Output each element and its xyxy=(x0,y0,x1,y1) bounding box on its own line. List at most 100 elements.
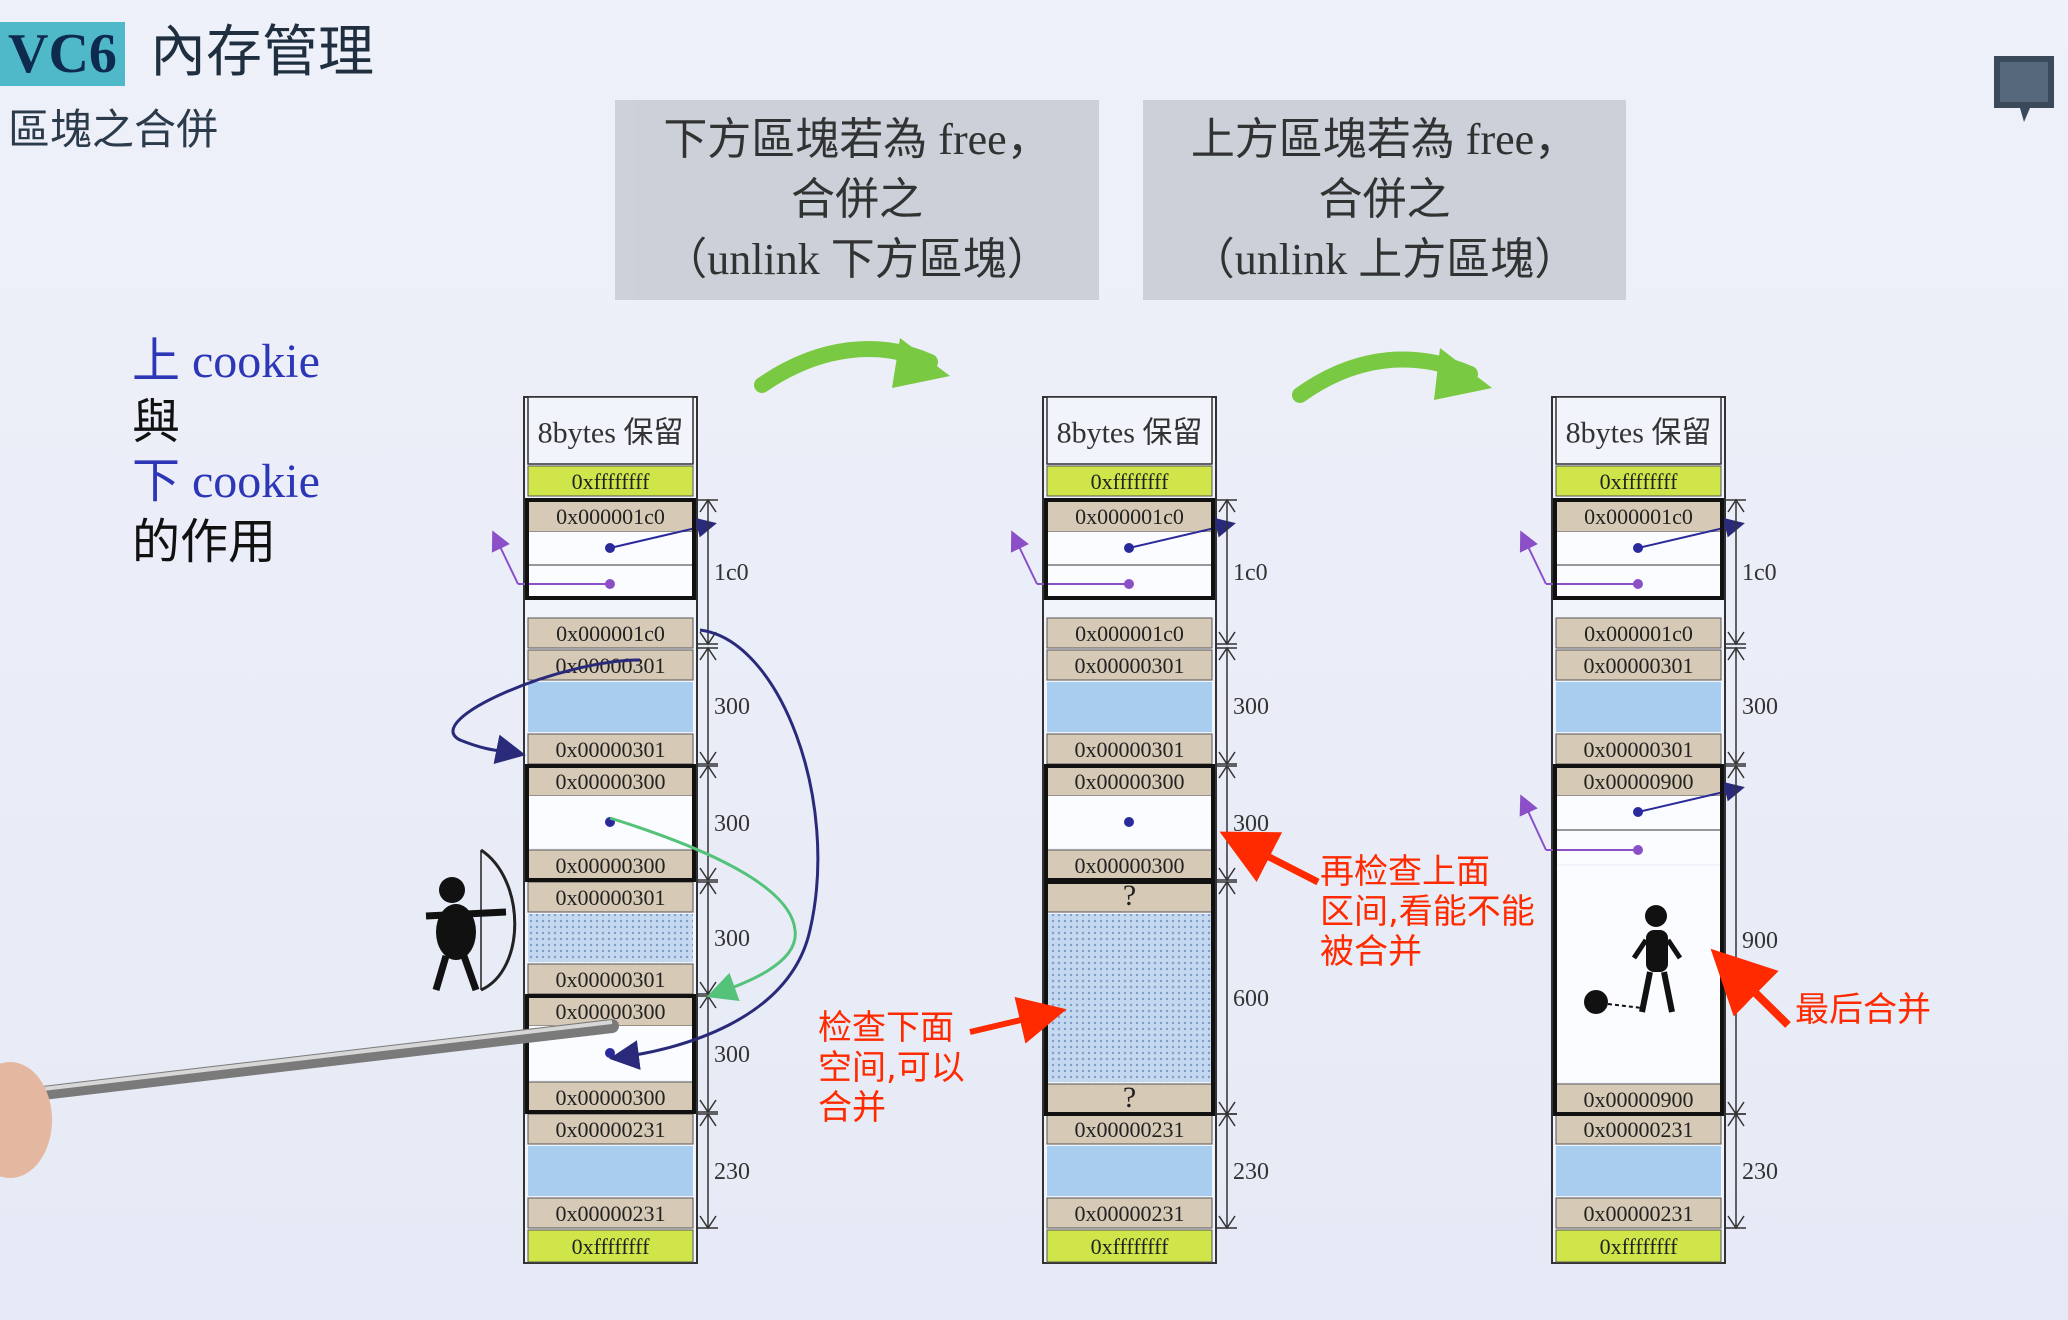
reserved-header xyxy=(1555,396,1722,465)
cookie-link-arrow xyxy=(609,628,820,1070)
reserved-header-label: 8bytes 保留 xyxy=(1566,417,1712,450)
cookie-cell xyxy=(527,1197,694,1229)
cookie-value: 0x00000900 xyxy=(1584,1087,1694,1112)
cookie-value: ? xyxy=(1123,879,1136,912)
cookie-value: 0xffffffff xyxy=(1091,1234,1170,1259)
annotation-line: 合并 xyxy=(818,1088,886,1128)
allocated-block xyxy=(1047,682,1212,732)
archer-icon xyxy=(425,848,517,992)
cookie-value: 0x00000300 xyxy=(556,1085,666,1110)
size-label: 1c0 xyxy=(1233,560,1268,586)
cookie-value: ? xyxy=(1123,1081,1136,1114)
pointer-stick xyxy=(0,1019,619,1178)
size-label: 900 xyxy=(1742,928,1778,954)
cookie-value: 0xffffffff xyxy=(572,1234,651,1259)
cookie-cell xyxy=(527,881,694,913)
size-label: 300 xyxy=(1742,694,1778,720)
size-bracket-arrow xyxy=(699,764,717,779)
heap-column-1: 8bytes 保留0xffffffff0x000001c00x000001c00… xyxy=(491,396,750,1264)
prev-pointer-arrow xyxy=(491,530,519,585)
sentinel-cell xyxy=(1046,1229,1213,1263)
size-label: 300 xyxy=(714,694,750,720)
reserved-header-label: 8bytes 保留 xyxy=(538,417,684,450)
green-arrow-2 xyxy=(1292,348,1492,403)
annotation-line: 被合并 xyxy=(1320,932,1422,972)
annotation-line: 检查下面 xyxy=(818,1008,954,1048)
cookie-value: 0x00000301 xyxy=(556,885,666,910)
annotation-line: 再检查上面 xyxy=(1320,852,1490,892)
sentinel-cell xyxy=(527,1229,694,1263)
size-label: 300 xyxy=(714,811,750,837)
size-label: 600 xyxy=(1233,986,1269,1012)
allocated-block xyxy=(1047,1146,1212,1196)
sentinel-cell xyxy=(527,465,694,497)
cookie-value: 0x00000301 xyxy=(1075,737,1185,762)
reserved-header xyxy=(1046,396,1213,465)
annotation-arrow xyxy=(969,996,1067,1044)
cookie-value: 0x00000300 xyxy=(556,769,666,794)
size-bracket-arrow xyxy=(1727,751,1745,766)
cookie-value: 0x00000231 xyxy=(1075,1201,1185,1226)
size-bracket-arrow xyxy=(699,867,717,882)
cookie-cell xyxy=(1046,1083,1213,1115)
bubble-line: （unlink 上方區塊） xyxy=(1190,235,1579,284)
cookie-cell xyxy=(1046,765,1213,797)
heap-column-3: 8bytes 保留 0xffffffff 0x000001c0 0x000001c0 0… xyxy=(1519,396,1778,1264)
size-bracket-arrow xyxy=(1218,764,1236,779)
allocated-block xyxy=(528,1146,693,1196)
allocated-block xyxy=(528,682,693,732)
sentinel-cell xyxy=(1555,465,1722,497)
page-subtitle: 區塊之合併 xyxy=(8,105,219,154)
size-bracket-arrow xyxy=(1218,631,1236,646)
cookie-cell xyxy=(527,1081,694,1113)
cookie-value: 0x00000231 xyxy=(556,1117,666,1142)
cookie-value: 0x000001c0 xyxy=(556,621,665,646)
cookie-value: 0x00000231 xyxy=(1584,1201,1694,1226)
cookie-value: 0x000001c0 xyxy=(1584,621,1693,646)
title-badge: VC6 xyxy=(0,22,125,86)
size-label: 1c0 xyxy=(1742,560,1777,586)
cookie-up-label: 上 cookie xyxy=(132,335,320,388)
cookie-cell xyxy=(1555,649,1722,681)
cookie-value: 0x000001c0 xyxy=(1075,504,1184,529)
cookie-down-label: 下 cookie xyxy=(132,455,320,508)
cookie-cell xyxy=(1555,1113,1722,1145)
size-bracket-arrow xyxy=(699,1215,717,1230)
size-bracket-arrow xyxy=(1727,1112,1745,1127)
annotation-final-merge: 最后合并 xyxy=(1795,990,1931,1030)
size-label: 300 xyxy=(1233,694,1269,720)
cookie-cell xyxy=(1046,617,1213,649)
cookie-link-arrow xyxy=(451,658,641,765)
cookie-value: 0xffffffff xyxy=(1091,469,1170,494)
pointer-dot xyxy=(605,1048,615,1058)
cookie-value: 0x00000301 xyxy=(1584,737,1694,762)
prev-pointer-arrow xyxy=(1519,530,1547,585)
cookie-cell xyxy=(1555,733,1722,765)
annotation-arrow xyxy=(1219,831,1320,886)
cookie-cell xyxy=(527,963,694,995)
free-chunk-outline xyxy=(1553,764,1724,1116)
cookie-cell xyxy=(1046,1197,1213,1229)
size-bracket-arrow xyxy=(1727,631,1745,646)
size-label: 230 xyxy=(1233,1159,1269,1185)
cookie-cell xyxy=(1555,499,1722,533)
cookie-value: 0x00000300 xyxy=(1075,769,1185,794)
page-title: 內存管理 xyxy=(150,20,374,85)
size-label: 300 xyxy=(714,1042,750,1068)
size-bracket-arrow xyxy=(699,631,717,646)
cookie-value: 0x000001c0 xyxy=(1584,504,1693,529)
cookie-value: 0xffffffff xyxy=(1600,469,1679,494)
prev-pointer-arrow xyxy=(1519,794,1547,851)
cookie-value: 0x00000301 xyxy=(556,737,666,762)
bubble-merge-above: 上方區塊若為 free， 合併之 （unlink 上方區塊） xyxy=(1143,100,1626,300)
annotation-line: 空间,可以 xyxy=(818,1048,965,1088)
annotation-check-below: 检查下面 空间,可以 合并 xyxy=(818,1008,965,1128)
cookie-value: 0xffffffff xyxy=(572,469,651,494)
size-bracket-arrow xyxy=(699,498,717,513)
cookie-cell xyxy=(527,617,694,649)
size-bracket-arrow xyxy=(1727,764,1745,779)
prisoner-icon xyxy=(1584,905,1683,1014)
size-label: 230 xyxy=(714,1159,750,1185)
cookie-value: 0x00000301 xyxy=(1075,653,1185,678)
